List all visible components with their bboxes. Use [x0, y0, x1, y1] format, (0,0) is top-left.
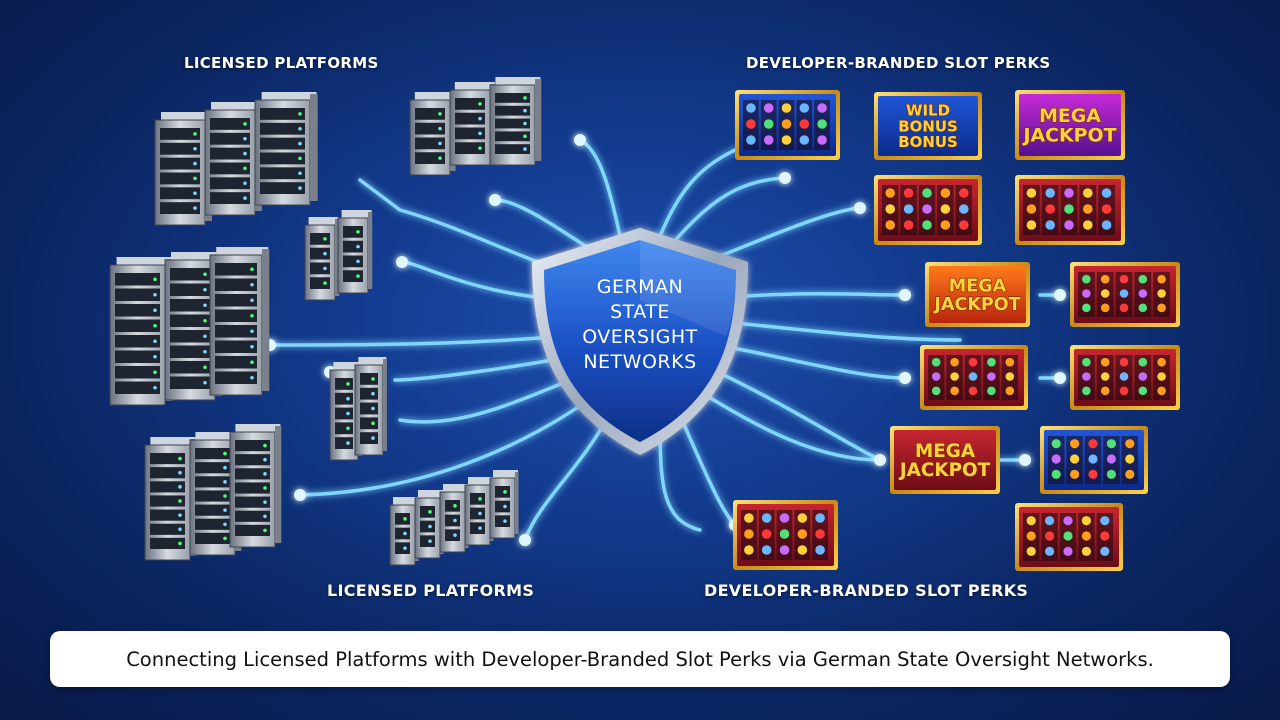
- circuit-node: [899, 372, 911, 384]
- slot-machine-icon: [1015, 175, 1125, 245]
- circuit-node: [899, 289, 911, 301]
- banner-text: MEGA: [1039, 105, 1101, 127]
- circuit-node: [874, 454, 886, 466]
- shield-line-3: OVERSIGHT: [582, 326, 698, 348]
- circuit-line: [702, 318, 962, 342]
- server-rack-icon: [464, 477, 494, 546]
- server-rack-icon: [154, 112, 212, 226]
- shield-line-1: GERMAN: [597, 276, 684, 298]
- circuit-node: [779, 172, 791, 184]
- circuit-nodes: [264, 134, 1066, 546]
- server-rack-icon: [109, 257, 173, 406]
- server-rack-icon: [489, 470, 519, 539]
- licensed-platform-servers: [109, 77, 542, 566]
- shield-text: GERMAN STATE OVERSIGHT NETWORKS: [582, 276, 698, 373]
- oversight-shield-icon: [532, 228, 748, 455]
- server-rack-icon: [489, 77, 542, 166]
- server-rack-icon: [254, 92, 318, 206]
- slot-machine-icon: [1015, 503, 1123, 571]
- licensed-platforms-label-top: LICENSED PLATFORMS: [184, 54, 379, 72]
- slot-machine-icon: [1070, 262, 1180, 327]
- circuit-node: [1019, 454, 1031, 466]
- circuit-line: [700, 340, 907, 380]
- circuit-line: [686, 382, 882, 462]
- caption-text: Connecting Licensed Platforms with Devel…: [126, 647, 1154, 671]
- shield-line-4: NETWORKS: [583, 351, 696, 373]
- circuit-node: [294, 489, 306, 501]
- banner-text: MEGA: [915, 441, 976, 462]
- server-rack-icon: [337, 210, 373, 294]
- server-rack-icon: [204, 102, 262, 216]
- circuit-node: [1054, 372, 1066, 384]
- slot-machine-icon: [733, 500, 838, 570]
- circuit-node: [489, 194, 501, 206]
- banner-text: WILD: [906, 102, 950, 120]
- slot-machine-icon: [1070, 345, 1180, 410]
- banner-text: JACKPOT: [898, 460, 991, 481]
- server-rack-icon: [304, 217, 340, 301]
- banner-text: BONUS: [898, 133, 958, 151]
- server-rack-icon: [229, 424, 282, 548]
- banner-text: MEGA: [949, 277, 1007, 297]
- circuit-line: [268, 333, 577, 347]
- slot-machine-icon: [1040, 426, 1148, 494]
- server-rack-icon: [144, 437, 197, 561]
- server-rack-icon: [409, 92, 456, 176]
- server-rack-icon: [389, 497, 419, 566]
- circuit-node: [574, 134, 586, 146]
- banner-text: JACKPOT: [933, 295, 1020, 315]
- shield-line-2: STATE: [610, 301, 670, 323]
- caption-box: Connecting Licensed Platforms with Devel…: [50, 631, 1230, 687]
- developer-perks-label-bottom: DEVELOPER-BRANDED SLOT PERKS: [704, 581, 1029, 600]
- slot-machine-icon: [735, 90, 840, 160]
- server-rack-icon: [449, 82, 496, 166]
- server-rack-icon: [329, 362, 362, 461]
- server-rack-icon: [414, 490, 444, 559]
- circuit-node: [519, 534, 531, 546]
- slot-machine-icon: [874, 175, 982, 245]
- developer-perks-label-top: DEVELOPER-BRANDED SLOT PERKS: [746, 54, 1051, 72]
- banner-text: BONUS: [898, 117, 958, 135]
- banner-text: JACKPOT: [1022, 125, 1117, 147]
- slot-machine-icon: [920, 345, 1028, 410]
- circuit-line: [298, 390, 602, 497]
- server-rack-icon: [209, 247, 270, 396]
- circuit-line: [578, 138, 622, 238]
- circuit-node: [854, 202, 866, 214]
- slot-perk-tiles: WILDBONUSBONUSMEGAJACKPOTMEGAJACKPOTMEGA…: [733, 90, 1180, 571]
- licensed-platforms-label-bottom: LICENSED PLATFORMS: [327, 581, 535, 600]
- circuit-node: [1054, 289, 1066, 301]
- circuit-line: [670, 176, 787, 246]
- server-rack-icon: [354, 357, 387, 456]
- circuit-line: [694, 360, 882, 462]
- server-rack-icon: [439, 484, 469, 553]
- circuit-node: [396, 256, 408, 268]
